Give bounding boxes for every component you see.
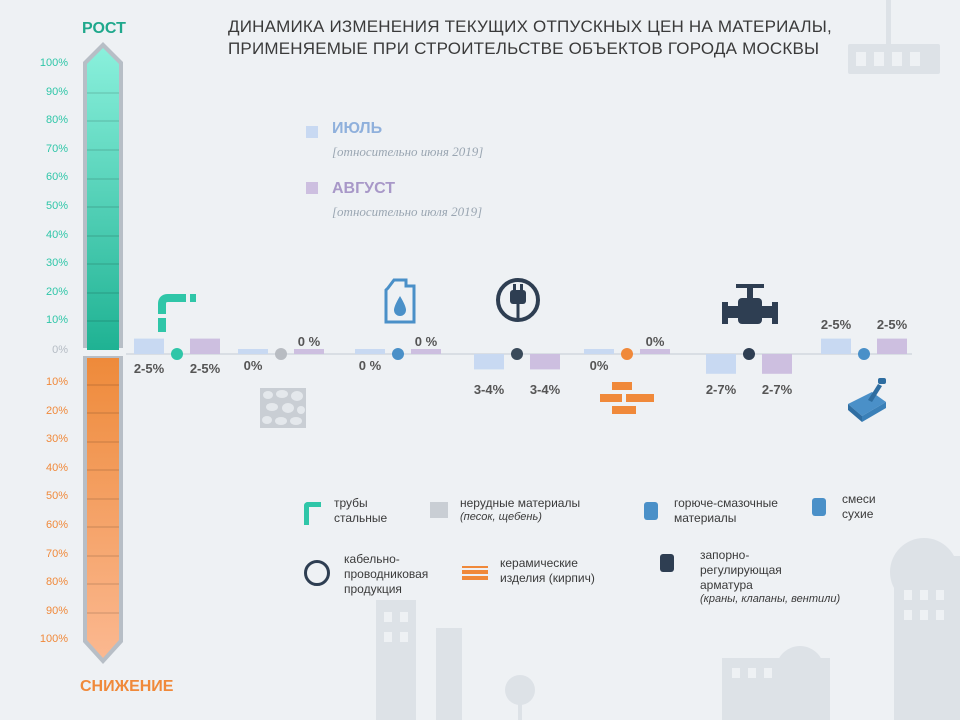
bar-value-label: 0% [646, 334, 665, 349]
gravel-icon [430, 502, 448, 518]
scale-tick-down: 60% [45, 519, 68, 531]
bar-value-label: 2-7% [706, 382, 737, 397]
scale-tick-down: 90% [45, 604, 68, 617]
valve-icon [660, 554, 674, 572]
growth-bar [87, 48, 119, 350]
category-marker [858, 348, 870, 360]
scale-tick-down: 100% [39, 633, 68, 646]
scale-tick-up: 30% [45, 257, 68, 270]
bar-value-label: 2-5% [821, 317, 852, 332]
chart-title: ДИНАМИКА ИЗМЕНЕНИЯ ТЕКУЩИХ ОТПУСКНЫХ ЦЕН… [228, 16, 868, 60]
brick-icon [462, 566, 488, 580]
pipe-icon [304, 502, 321, 525]
scale-tick-down: 70% [45, 547, 68, 560]
bar-july [134, 338, 164, 354]
bar-august [411, 349, 441, 354]
scale-tick-up: 20% [45, 285, 68, 298]
decline-bar [87, 358, 119, 658]
legend-swatch-august [306, 182, 318, 194]
canister-icon [384, 278, 416, 324]
bar-value-label: 2-5% [877, 317, 908, 332]
icon-legend-label: кабельно- проводниковая продукция [344, 552, 429, 596]
category-marker [743, 348, 755, 360]
bar-july [238, 349, 268, 354]
icon-legend-sublabel: (краны, клапаны, вентили) [700, 593, 841, 605]
icon-legend-sublabel: (песок, щебень) [460, 511, 542, 523]
scale-tick-up: 50% [45, 200, 68, 212]
scale-tick-down: 30% [45, 433, 68, 446]
bar-value-label: 3-4% [530, 382, 561, 397]
bar-august [640, 349, 670, 354]
scale-tick-down: 20% [45, 404, 68, 417]
bar-august [877, 338, 907, 354]
bar-value-label: 2-7% [762, 382, 793, 397]
legend-label-august: АВГУСТ [332, 180, 396, 197]
title-line1: ДИНАМИКА ИЗМЕНЕНИЯ ТЕКУЩИХ ОТПУСКНЫХ ЦЕН… [228, 17, 832, 36]
scale-tick-up: 70% [45, 142, 68, 155]
icon-legend-label: смеси сухие [842, 492, 876, 521]
bar-august [762, 354, 792, 374]
category-marker [275, 348, 287, 360]
plug-icon [304, 560, 330, 586]
bar-july [584, 349, 614, 354]
category-marker [511, 348, 523, 360]
scale-tick-up: 100% [39, 57, 68, 69]
category-marker [621, 348, 633, 360]
gravel-icon [260, 388, 306, 428]
scale-tick-down: 10% [45, 376, 68, 388]
category-marker [171, 348, 183, 360]
scale-tick-up: 80% [45, 114, 68, 127]
bar-july [821, 338, 851, 354]
bar-value-label: 0 % [298, 334, 321, 349]
bar-august [530, 354, 560, 370]
bar-value-label: 0% [590, 358, 609, 373]
bar-august [190, 338, 220, 354]
scale-top-label: РОСТ [82, 20, 126, 37]
trowel-icon [812, 498, 826, 516]
icon-legend-label: горюче-смазочные материалы [674, 496, 778, 525]
scale-tick-down: 50% [45, 490, 68, 503]
trowel-icon [848, 378, 886, 422]
scale-tick-zero: 0% [52, 344, 68, 356]
scale-tick-up: 90% [45, 85, 68, 98]
bar-july [474, 354, 504, 370]
legend-swatch-july [306, 126, 318, 138]
scale-bottom-label: СНИЖЕНИЕ [80, 678, 174, 695]
bar-july [355, 349, 385, 354]
icon-legend-label: керамические изделия (кирпич) [500, 556, 595, 585]
bar-value-label: 0 % [415, 334, 438, 349]
icon-legend-label: запорно- регулирующая арматура [700, 548, 782, 592]
bar-july [706, 354, 736, 374]
icon-legend-label: нерудные материалы [460, 496, 581, 510]
title-line2: ПРИМЕНЯЕМЫЕ ПРИ СТРОИТЕЛЬСТВЕ ОБЪЕКТОВ Г… [228, 39, 820, 58]
category-marker [392, 348, 404, 360]
bar-value-label: 2-5% [190, 361, 221, 376]
legend-note-august: [относительно июля 2019] [332, 204, 483, 219]
scale-tick-down: 80% [45, 576, 68, 589]
bar-value-label: 3-4% [474, 382, 505, 397]
scale-tick-up: 60% [45, 171, 68, 184]
valve-icon [722, 284, 778, 324]
scale-tick-up: 10% [45, 314, 68, 327]
legend: ИЮЛЬ [относительно июня 2019] АВГУСТ [от… [304, 118, 564, 228]
legend-note-july: [относительно июня 2019] [332, 144, 484, 159]
canister-icon [644, 502, 658, 520]
growth-decline-scale [83, 42, 123, 664]
pipe-icon [156, 292, 196, 332]
legend-label-july: ИЮЛЬ [332, 120, 383, 137]
icon-legend-label: трубы стальные [334, 496, 388, 525]
scale-tick-up: 40% [45, 228, 68, 241]
bar-value-label: 0 % [359, 358, 382, 373]
scale-tick-down: 40% [45, 461, 68, 474]
bar-value-label: 0% [244, 358, 263, 373]
plug-icon [496, 278, 540, 322]
bar-value-label: 2-5% [134, 361, 165, 376]
brick-icon [600, 382, 654, 414]
bar-august [294, 349, 324, 354]
